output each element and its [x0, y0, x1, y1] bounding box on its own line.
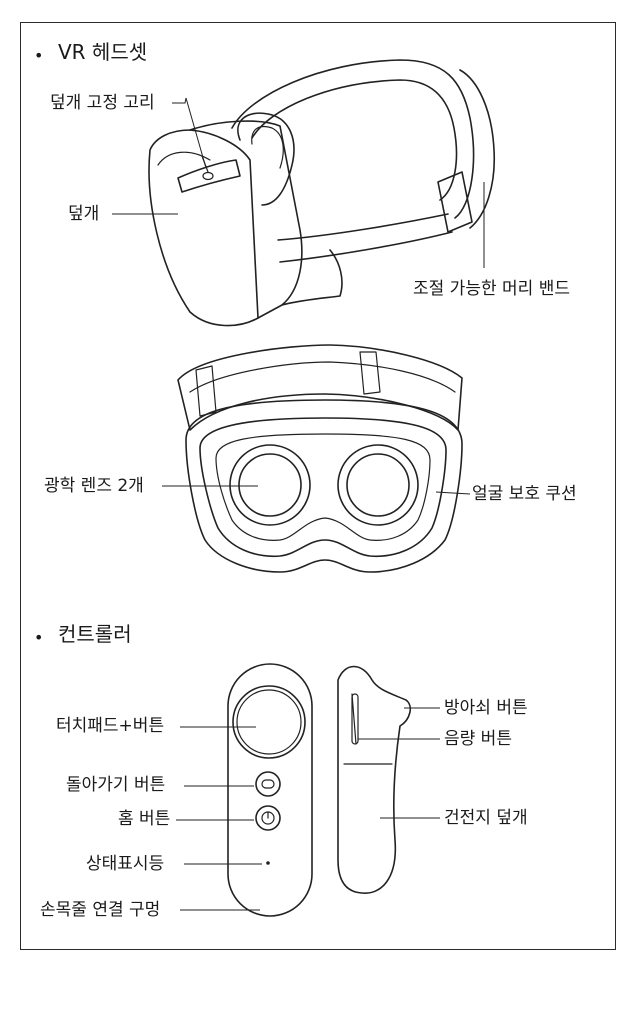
- label-cover-latch: 덮개 고정 고리: [50, 93, 155, 113]
- label-volume-button: 음량 버튼: [444, 729, 512, 749]
- controller-front-view: [227, 663, 313, 917]
- controller-side-view: [337, 665, 412, 894]
- section-title-headset: VR 헤드셋: [58, 40, 148, 64]
- section-title-controller: 컨트롤러: [58, 622, 132, 646]
- label-head-band: 조절 가능한 머리 밴드: [413, 279, 570, 299]
- label-face-cushion: 얼굴 보호 쿠션: [472, 484, 577, 504]
- leader-lines: [112, 97, 485, 911]
- label-cover: 덮개: [68, 204, 100, 224]
- label-status-light: 상태표시등: [86, 854, 165, 874]
- label-back-button: 돌아가기 버튼: [66, 775, 166, 795]
- bullet-controller: •: [34, 628, 44, 647]
- label-touchpad: 터치패드+버튼: [56, 716, 165, 736]
- label-app-button: 방아쇠 버튼: [444, 698, 528, 718]
- headset-rear-view: [177, 344, 463, 573]
- label-strap-hole: 손목줄 연결 구멍: [40, 900, 161, 920]
- label-battery-cover: 건전지 덮개: [444, 808, 528, 828]
- label-home-button: 홈 버튼: [118, 809, 171, 829]
- headset-side-view: [148, 59, 496, 327]
- bullet-headset: •: [34, 46, 44, 65]
- label-lenses: 광학 렌즈 2개: [44, 476, 144, 496]
- diagram-frame: [20, 22, 616, 950]
